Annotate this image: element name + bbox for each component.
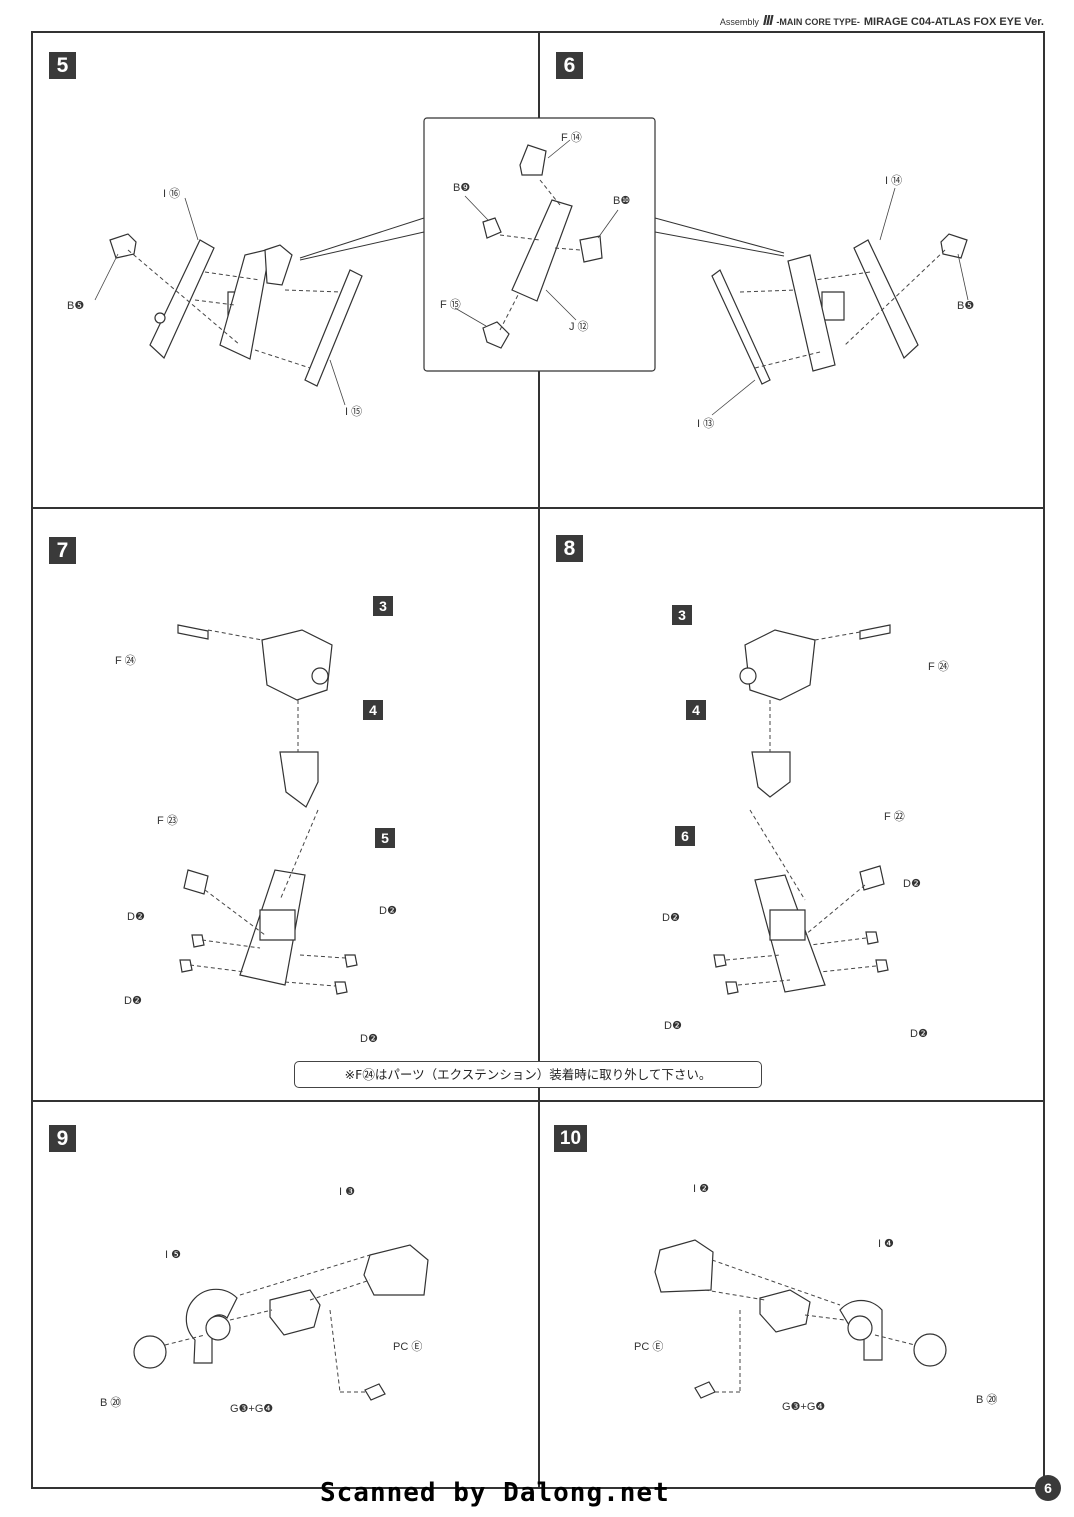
label-s8-d2-d: D❷ (910, 1028, 928, 1040)
label-s10-i4: I ❹ (878, 1238, 894, 1250)
step7-ref-4: 4 (363, 700, 383, 720)
label-s7-f23: F ㉓ (157, 815, 178, 827)
grid-divider-row1 (31, 507, 1045, 509)
step10-parts (654, 1239, 947, 1399)
header-model: MIRAGE C04-ATLAS FOX EYE Ver. (863, 16, 1044, 28)
step8-parts (713, 624, 891, 995)
step8-ref-4: 4 (686, 700, 706, 720)
label-s10-g: G❸+G❹ (782, 1401, 826, 1413)
step7-ref-5: 5 (375, 828, 395, 848)
inset-parts (454, 139, 619, 349)
label-s5-i16: I ⑯ (163, 188, 181, 200)
label-s6-i14: I ⑭ (885, 175, 903, 187)
step5-parts (94, 197, 363, 406)
label-inset-f14: F ⑭ (561, 132, 582, 144)
step9-parts (133, 1244, 429, 1401)
step-number-5: 5 (49, 52, 76, 79)
label-s7-d2-d: D❷ (360, 1033, 378, 1045)
label-s9-g: G❸+G❹ (230, 1403, 274, 1415)
step-number-6: 6 (556, 52, 583, 79)
step7-ref-3: 3 (373, 596, 393, 616)
grid-divider-row2 (31, 1100, 1045, 1102)
label-s7-d2-a: D❷ (127, 911, 145, 923)
step8-ref-6: 6 (675, 826, 695, 846)
label-s9-b20: B ⑳ (100, 1397, 122, 1409)
label-inset-j12: J ⑫ (569, 321, 589, 333)
step-number-9: 9 (49, 1125, 76, 1152)
grid-vertical-divider (538, 31, 540, 1489)
page-number: 6 (1035, 1475, 1061, 1501)
label-s10-b20: B ⑳ (976, 1394, 998, 1406)
label-inset-f15: F ⑮ (440, 299, 461, 311)
label-s9-pc: PC Ⓔ (393, 1341, 423, 1353)
label-inset-b9: B❾ (453, 182, 471, 194)
assembly-note: ※F㉔はパーツ（エクステンション）装着時に取り外して下さい。 (294, 1061, 762, 1088)
label-s7-f24: F ㉔ (115, 655, 136, 667)
label-s6-i13: I ⑬ (697, 418, 715, 430)
label-s8-f22: F ㉒ (884, 811, 905, 823)
page-header: Assembly III -MAIN CORE TYPE- MIRAGE C04… (720, 12, 1044, 29)
label-s8-f24: F ㉔ (928, 661, 949, 673)
label-s9-i3: I ❸ (339, 1186, 355, 1198)
label-inset-b10: B❿ (613, 195, 631, 207)
scan-credit: Scanned by Dalong.net (320, 1478, 670, 1508)
step7-parts (177, 624, 358, 995)
step6-parts (711, 187, 969, 416)
label-s7-d2-c: D❷ (124, 995, 142, 1007)
step8-ref-3: 3 (672, 605, 692, 625)
label-s5-b5: B❺ (67, 300, 85, 312)
label-s8-d2-a: D❷ (903, 878, 921, 890)
step-number-8: 8 (556, 535, 583, 562)
header-roman: III (762, 12, 773, 29)
step-number-10: 10 (554, 1125, 587, 1152)
step-number-7: 7 (49, 537, 76, 564)
label-s9-i5: I ❺ (165, 1249, 181, 1261)
label-s8-d2-c: D❷ (664, 1020, 682, 1032)
label-s10-pc: PC Ⓔ (634, 1341, 664, 1353)
label-s8-d2-b: D❷ (662, 912, 680, 924)
label-s6-b5: B❺ (957, 300, 975, 312)
label-s7-d2-b: D❷ (379, 905, 397, 917)
label-s10-i2: I ❷ (693, 1183, 709, 1195)
label-s5-i15: I ⑮ (345, 406, 363, 418)
header-prefix: Assembly (719, 17, 759, 27)
header-middle: -MAIN CORE TYPE- (776, 17, 860, 27)
